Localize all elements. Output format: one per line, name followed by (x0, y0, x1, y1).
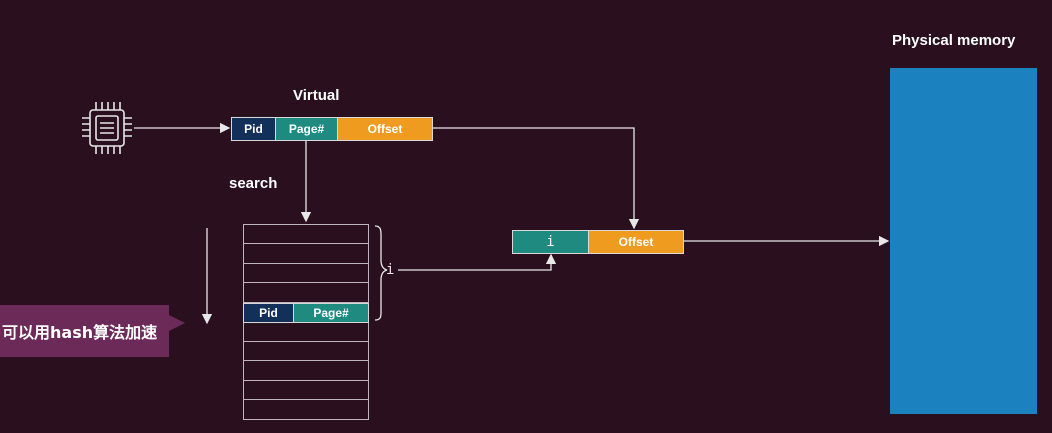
physical-index-field: i (512, 230, 589, 254)
physical-offset-field: Offset (588, 230, 684, 254)
physical-memory-block (890, 68, 1037, 414)
virtual-pid-field: Pid (231, 117, 276, 141)
hash-callout: 可以用hash算法加速 (0, 305, 185, 357)
brace-index-label: i (386, 262, 395, 278)
table-row (243, 322, 369, 342)
table-row (243, 361, 369, 381)
virtual-offset-field: Offset (337, 117, 433, 141)
virtual-page-field: Page# (275, 117, 338, 141)
table-match-pid: Pid (243, 302, 294, 323)
table-row (243, 283, 369, 303)
search-label: search (229, 175, 278, 192)
table-row (243, 224, 369, 244)
index-to-physical-arrow (398, 253, 557, 271)
physical-memory-label: Physical memory (892, 32, 1016, 49)
table-row (243, 341, 369, 361)
table-match-page: Page# (293, 302, 369, 323)
offset-to-physical-arrow (433, 127, 640, 230)
table-row (243, 244, 369, 264)
row-brace (374, 225, 388, 321)
virtual-label: Virtual (293, 87, 340, 104)
table-row (243, 263, 369, 283)
table-row (243, 380, 369, 400)
cpu-chip-icon (82, 102, 132, 154)
table-row (243, 400, 369, 420)
